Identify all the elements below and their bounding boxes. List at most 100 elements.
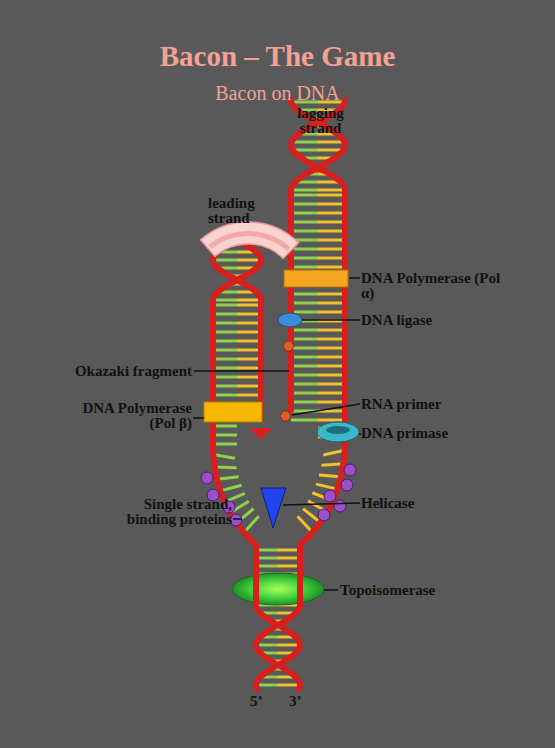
- base-pair: [237, 376, 261, 379]
- base-pair: [318, 257, 345, 260]
- helicase: [261, 488, 286, 528]
- base-pair: [318, 302, 345, 305]
- base-pair: [318, 293, 345, 296]
- base-pair: [291, 257, 318, 260]
- base-pair: [318, 347, 345, 350]
- base-pair: [291, 194, 318, 197]
- base-pair: [318, 194, 345, 197]
- base-pair: [318, 311, 345, 314]
- base-pair: [213, 331, 237, 334]
- base-pair: [291, 302, 318, 305]
- unpaired-base: [217, 477, 239, 479]
- base-pair: [291, 203, 318, 206]
- base-pair: [318, 230, 345, 233]
- part-label: Helicase: [361, 496, 481, 511]
- base-pair: [291, 392, 318, 395]
- base-pair: [213, 425, 237, 428]
- base-pair: [291, 230, 318, 233]
- base-pair: [213, 349, 237, 352]
- subtitle: Bacon on DNA: [0, 82, 555, 104]
- base-pair: [213, 385, 237, 388]
- base-pair: [318, 248, 345, 251]
- base-pair: [237, 259, 261, 262]
- base-pair: [291, 189, 318, 192]
- base-pair: [291, 374, 318, 377]
- unpaired-base: [316, 484, 337, 489]
- base-pairs: [213, 102, 345, 685]
- binding-protein: [334, 500, 346, 512]
- base-pair: [237, 394, 261, 397]
- base-pair: [318, 356, 345, 359]
- base-pair: [318, 266, 345, 269]
- base-pair: [278, 644, 300, 647]
- base-pair: [213, 259, 237, 262]
- base-pair: [318, 365, 345, 368]
- part-label: DNA Polymerase (Pol β): [62, 401, 192, 431]
- base-pair: [213, 322, 237, 325]
- base-pair: [237, 349, 261, 352]
- base-pair: [318, 374, 345, 377]
- base-pair: [256, 644, 278, 647]
- base-pair: [237, 358, 261, 361]
- base-pair: [291, 329, 318, 332]
- binding-protein: [341, 479, 353, 491]
- base-pair: [213, 367, 237, 370]
- leader-line: [324, 589, 338, 591]
- base-pair: [291, 383, 318, 386]
- base-pair: [291, 266, 318, 269]
- base-pair: [213, 443, 237, 446]
- base-pair: [256, 557, 278, 560]
- base-pair: [213, 358, 237, 361]
- base-pair: [278, 549, 300, 552]
- base-pair: [256, 684, 278, 687]
- bacon-stripe: [208, 231, 290, 251]
- base-pair: [318, 392, 345, 395]
- template-strand: [300, 440, 345, 545]
- base-pair: [213, 340, 237, 343]
- leader-line: [283, 503, 360, 505]
- base-pair: [237, 304, 261, 307]
- template-strand: [210, 300, 216, 445]
- parent-strand: [253, 545, 259, 605]
- base-pair: [256, 549, 278, 552]
- base-pair: [237, 313, 261, 316]
- base-pair: [318, 212, 345, 215]
- unpaired-base: [244, 516, 259, 532]
- leader-line: [194, 370, 289, 372]
- okazaki-fragment: [288, 352, 294, 410]
- base-pair: [318, 329, 345, 332]
- base-pair: [278, 565, 300, 568]
- base-pair: [256, 565, 278, 568]
- leader-line: [359, 433, 361, 435]
- part-label: Okazaki fragment: [30, 364, 192, 379]
- leader-line: [193, 417, 204, 419]
- leader-line: [302, 319, 360, 321]
- dna-ligase: [278, 313, 302, 327]
- leader-line: [233, 518, 242, 520]
- base-pair: [237, 385, 261, 388]
- unpaired-base: [321, 464, 343, 466]
- part-label: Single strand, binding proteins: [100, 497, 232, 527]
- protein-layer: [232, 573, 324, 605]
- base-pair: [213, 434, 237, 437]
- rna-primer: [283, 341, 294, 351]
- binding-protein: [201, 472, 213, 484]
- binding-protein: [344, 464, 356, 476]
- base-pair: [213, 376, 237, 379]
- unpaired-base: [213, 454, 235, 458]
- base-pair: [318, 338, 345, 341]
- base-pair: [318, 419, 345, 422]
- rna-primer: [280, 411, 291, 421]
- part-label: DNA Polymerase (Pol α): [361, 271, 501, 301]
- okazaki-fragment: [288, 190, 294, 268]
- base-pair: [291, 347, 318, 350]
- dna-primase-hole: [326, 426, 350, 434]
- base-pair: [278, 557, 300, 560]
- topoisomerase-ring: [232, 573, 324, 605]
- part-label: lagging strand: [283, 106, 358, 136]
- dna-helix-strand: [256, 605, 300, 689]
- unpaired-base: [220, 485, 241, 491]
- base-pair: [318, 383, 345, 386]
- dna-strands: [213, 100, 345, 689]
